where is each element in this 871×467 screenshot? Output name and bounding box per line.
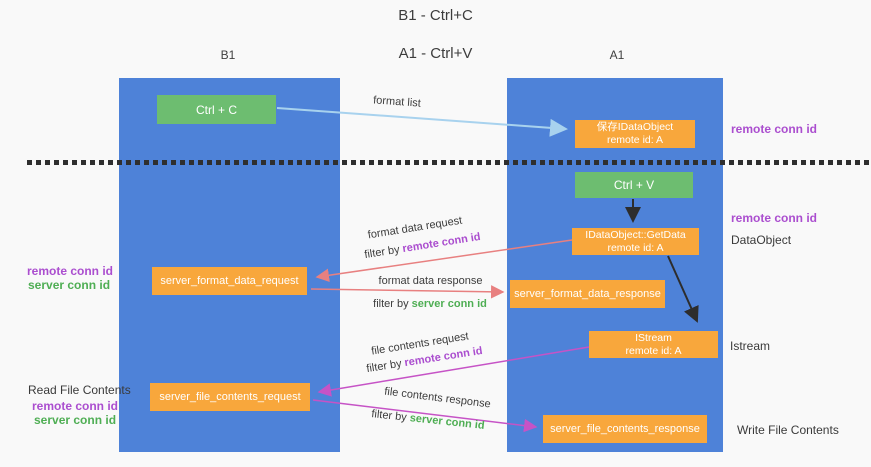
arrow-file-contents-response <box>312 399 538 433</box>
side-label-server-conn-id-left-2: server conn id <box>34 413 117 427</box>
node-istream: IStream remote id: A <box>589 331 718 358</box>
side-label-remote-conn-id-left-2: remote conn id <box>32 399 119 413</box>
node-ctrl-c: Ctrl + C <box>157 95 276 124</box>
node-idataobject-getdata: IDataObject::GetData remote id: A <box>572 228 699 255</box>
side-label-server-conn-id-left-1: server conn id <box>28 278 111 292</box>
lane-a1-name: A1 <box>609 48 625 62</box>
node-save-idataobject: 保存IDataObject remote id: A <box>575 120 695 148</box>
node-server-format-data-request: server_format_data_request <box>152 267 307 295</box>
title-line-2: A1 - Ctrl+V <box>398 45 473 62</box>
side-label-read-file-contents: Read File Contents <box>28 383 131 397</box>
side-label-write-file-contents: Write File Contents <box>737 423 839 437</box>
node-ctrl-v: Ctrl + V <box>575 172 693 198</box>
server-conn-id-text: server conn id <box>411 298 487 310</box>
side-label-istream: Istream <box>730 339 771 353</box>
node-server-file-contents-request: server_file_contents_request <box>150 383 310 411</box>
side-label-dataobject: DataObject <box>731 233 792 247</box>
diagram-title: B1 - Ctrl+C A1 - Ctrl+V <box>0 6 871 63</box>
arrow-format-list <box>276 107 568 137</box>
filter-by-text: filter by <box>373 298 412 310</box>
edge-label-filter-by-server-1: filter by server conn id <box>350 298 510 310</box>
dashed-divider <box>27 160 871 165</box>
arrow-file-contents-request <box>317 346 590 397</box>
title-line-1: B1 - Ctrl+C <box>398 7 473 24</box>
arrow-format-data-response <box>310 285 505 299</box>
arrow-getdata-to-istream <box>667 255 699 323</box>
arrow-format-data-request <box>315 239 573 282</box>
side-label-remote-conn-id-left-1: remote conn id <box>27 264 114 278</box>
side-label-remote-conn-id-right: remote conn id <box>731 211 818 225</box>
edge-label-format-data-response: format data response <box>378 275 483 287</box>
lane-b1-name: B1 <box>220 48 236 62</box>
node-server-file-contents-response: server_file_contents_response <box>543 415 707 443</box>
node-server-format-data-response: server_format_data_response <box>510 280 665 308</box>
side-label-remote-conn-id-top-right: remote conn id <box>731 122 818 136</box>
